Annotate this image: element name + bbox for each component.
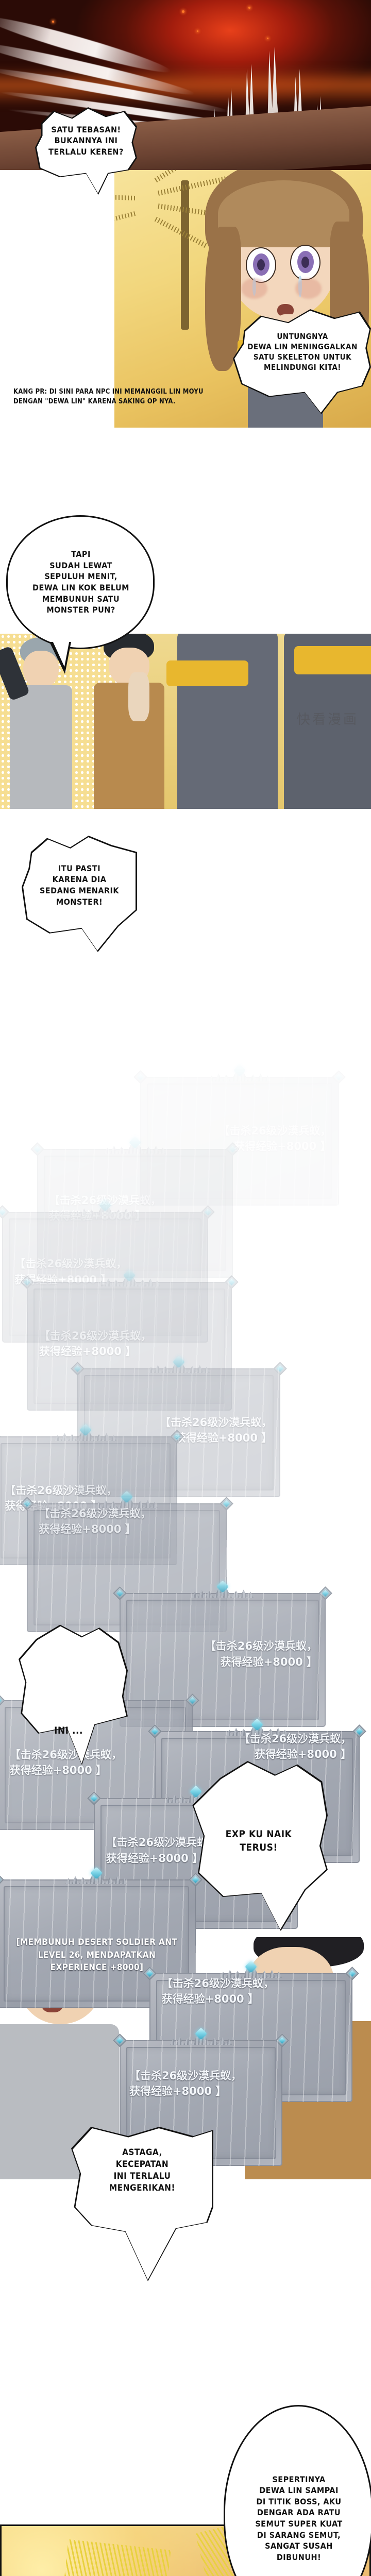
speech-bubble-3-text: TAPI SUDAH LEWAT SEPULUH MENIT, DEWA LIN… [32, 549, 129, 615]
bubble-fill [225, 2406, 371, 2576]
girl-hair-front [218, 180, 350, 247]
panel-frame [140, 1077, 339, 1206]
person-body [9, 685, 72, 809]
speech-bubble-3 [6, 515, 155, 649]
ember-particle [267, 37, 269, 39]
system-text-cn: 【击杀26级沙漠兵蚁， 获得经验+8000 】 [160, 1416, 273, 1445]
girl-pupil-left [257, 259, 265, 270]
bubble-fill [20, 1626, 126, 1764]
speech-bubble-4-text: ITU PASTI KARENA DIA SEDANG MENARIK MONS… [39, 863, 120, 907]
system-text-cn: 【击杀26级沙漠兵蚁， 获得经验+8000 】 [161, 1977, 274, 2006]
speech-bubble-2-text: UNTUNGNYA DEWA LIN MENINGGALKAN SATU SKE… [247, 331, 358, 372]
system-text-cn: 【击杀26级沙漠兵蚁， 获得经验+8000 】 [49, 1193, 221, 1224]
crowd-person-right [282, 634, 371, 809]
crowd-person-dark [89, 634, 171, 809]
system-text-cn: 【击杀26级沙漠兵蚁， 获得经验+8000 】 [39, 1330, 152, 1358]
panel-inner [147, 1083, 332, 1199]
panel-crowd-reaction: 快看漫画 [0, 634, 371, 809]
speech-bubble-6-text: EXP KU NAIK TERUS! [225, 1828, 292, 1853]
panel-crying-girl [114, 170, 371, 428]
girl-blush-left [241, 278, 267, 299]
crowd-person-grey [0, 637, 78, 809]
system-text-cn: 【击杀26级沙漠兵蚁， 获得经验+8000 】 [106, 1836, 218, 1865]
girl-blush-right [295, 278, 322, 299]
speech-bubble-5-text: INI ... [54, 1725, 83, 1737]
speech-bubble-5 [19, 1622, 128, 1765]
ember-particle [196, 30, 198, 32]
panel-frame [2, 1212, 208, 1343]
speech-bubble-1-text: SATU TEBASAN! BUKANNYA INI TERLALU KEREN… [48, 124, 124, 157]
speech-bubble-7-text: ASTAGA, KECEPATAN INI TERLALU MENGERIKAN… [109, 2147, 175, 2193]
system-text-cn: 【击杀26级沙漠兵蚁， 获得经验+8000 】 [39, 1507, 151, 1536]
system-text-cn: 【击杀26级沙漠兵蚁， 获得经验+8000 】 [205, 1640, 317, 1668]
girl-pupil-right [301, 256, 310, 268]
speech-bubble-6 [190, 1761, 328, 1931]
palm-trunk [181, 180, 190, 330]
system-text-localized: [MEMBUNUH DESERT SOLDIER ANT LEVEL 26, M… [16, 1937, 178, 1973]
ember-particle [52, 20, 54, 23]
site-watermark: 快看漫画 [296, 712, 359, 727]
person-body [177, 634, 278, 809]
crowd-person-center [166, 634, 282, 809]
panel-frame [37, 1149, 233, 1278]
system-text-cn: 【击杀26级沙漠兵蚁， 获得经验+8000 】 [9, 1748, 122, 1777]
gold-sash [166, 660, 249, 687]
panel-inner [44, 1156, 226, 1271]
system-text-cn: 【击杀26级沙漠兵蚁， 获得经验+8000 】 [239, 1733, 352, 1761]
girl-hair-side-left [205, 227, 241, 371]
system-text-cn: 【击杀26级沙漠兵蚁， 获得经验+8000 】 [129, 2069, 242, 2098]
girl-tear-left [252, 278, 257, 296]
person-fist [128, 672, 149, 721]
speech-bubble-8-text: SEPERTINYA DEWA LIN SAMPAI DI TITIK BOSS… [255, 2474, 343, 2562]
translator-note: KANG PR: DI SINI PARA NPC INI MEMANGGIL … [13, 388, 204, 405]
speech-bubble-4 [22, 836, 137, 952]
bubble-fill [8, 517, 153, 648]
speech-bubble-8 [224, 2405, 371, 2576]
system-text-cn: 【击杀26级沙漠兵蚁， 获得经验+8000 】 [218, 1125, 331, 1153]
girl-eye-left [246, 247, 276, 283]
panel-frame [27, 1282, 232, 1411]
speech-bubble-1 [35, 107, 137, 195]
speech-bubble-7 [71, 2127, 213, 2281]
ember-particle [181, 10, 184, 13]
speech-bubble-3-tail-fill [52, 640, 70, 667]
system-text-cn: 【击杀26级沙漠兵蚁， 获得经验+8000 】 [5, 1484, 117, 1512]
gold-sash [294, 646, 371, 675]
panel-inner [33, 1289, 225, 1404]
girl-tear-right [298, 276, 302, 297]
panel-inner [9, 1218, 201, 1336]
girl-eye-right [290, 245, 321, 280]
ember-particle [248, 7, 251, 9]
speech-bubble-2 [233, 307, 371, 414]
